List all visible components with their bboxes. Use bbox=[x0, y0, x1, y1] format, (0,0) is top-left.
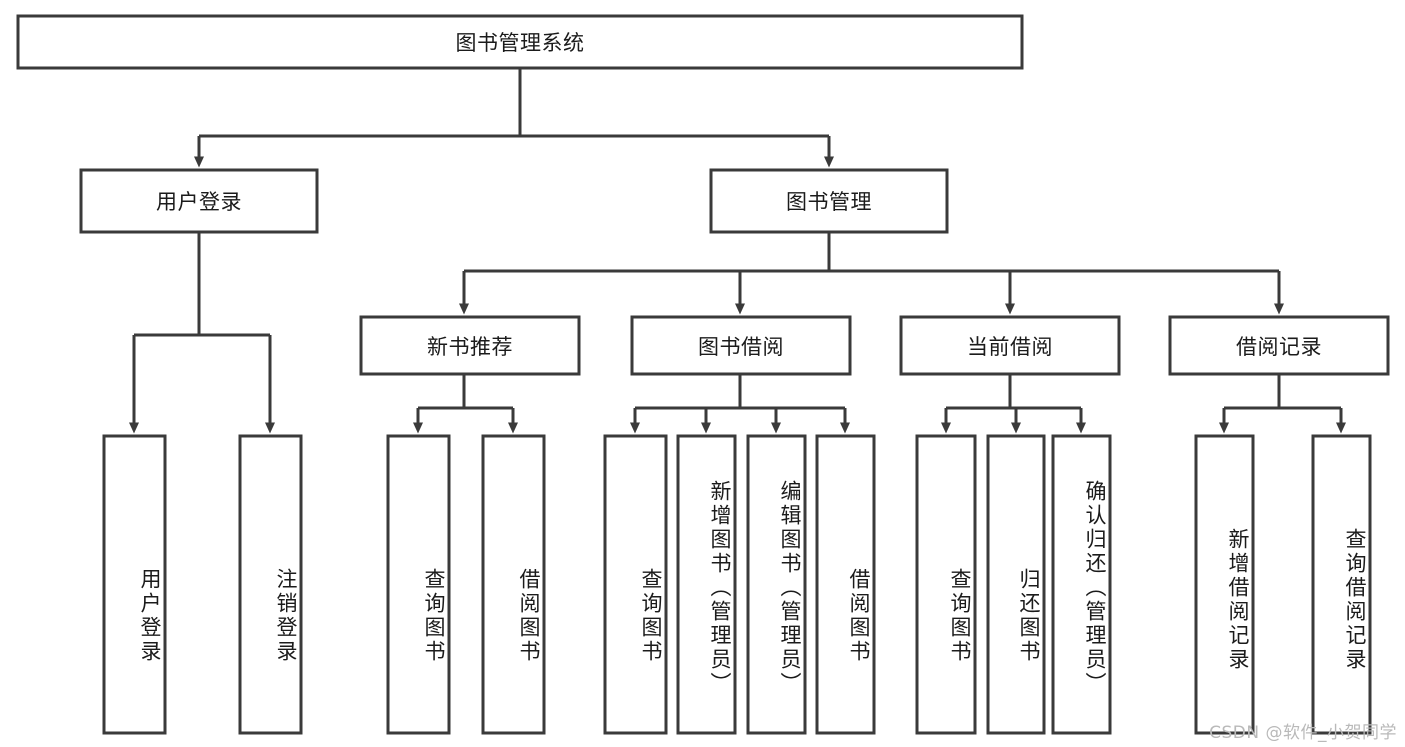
leaf-box-user-login[interactable] bbox=[102, 434, 167, 735]
node-user-login-box[interactable] bbox=[79, 168, 319, 234]
leaf-box-borrow-book[interactable] bbox=[815, 434, 876, 735]
node-new-book-recommend-box[interactable] bbox=[359, 315, 581, 376]
csdn-watermark: CSDN @软件_小贺同学 bbox=[1209, 723, 1397, 743]
leaf-box-logout[interactable] bbox=[238, 434, 303, 735]
node-book-borrow-box[interactable] bbox=[630, 315, 852, 376]
leaf-box-query-books-borrow[interactable] bbox=[603, 434, 668, 735]
leaf-box-query-borrow-record[interactable] bbox=[1311, 434, 1372, 735]
leaf-box-edit-book-admin[interactable] bbox=[746, 434, 807, 735]
node-current-borrow-box[interactable] bbox=[899, 315, 1121, 376]
node-root-box[interactable] bbox=[16, 14, 1024, 70]
leaf-box-add-borrow-record[interactable] bbox=[1194, 434, 1255, 735]
leaf-box-add-book-admin[interactable] bbox=[676, 434, 737, 735]
leaf-box-confirm-return-admin[interactable] bbox=[1051, 434, 1112, 735]
node-book-management-box[interactable] bbox=[709, 168, 949, 234]
leaf-box-query-books-recommend[interactable] bbox=[386, 434, 451, 735]
leaf-box-return-book[interactable] bbox=[986, 434, 1046, 735]
leaf-box-borrow-books-recommend[interactable] bbox=[481, 434, 546, 735]
leaf-box-query-books-current[interactable] bbox=[915, 434, 977, 735]
node-borrow-records-box[interactable] bbox=[1168, 315, 1390, 376]
